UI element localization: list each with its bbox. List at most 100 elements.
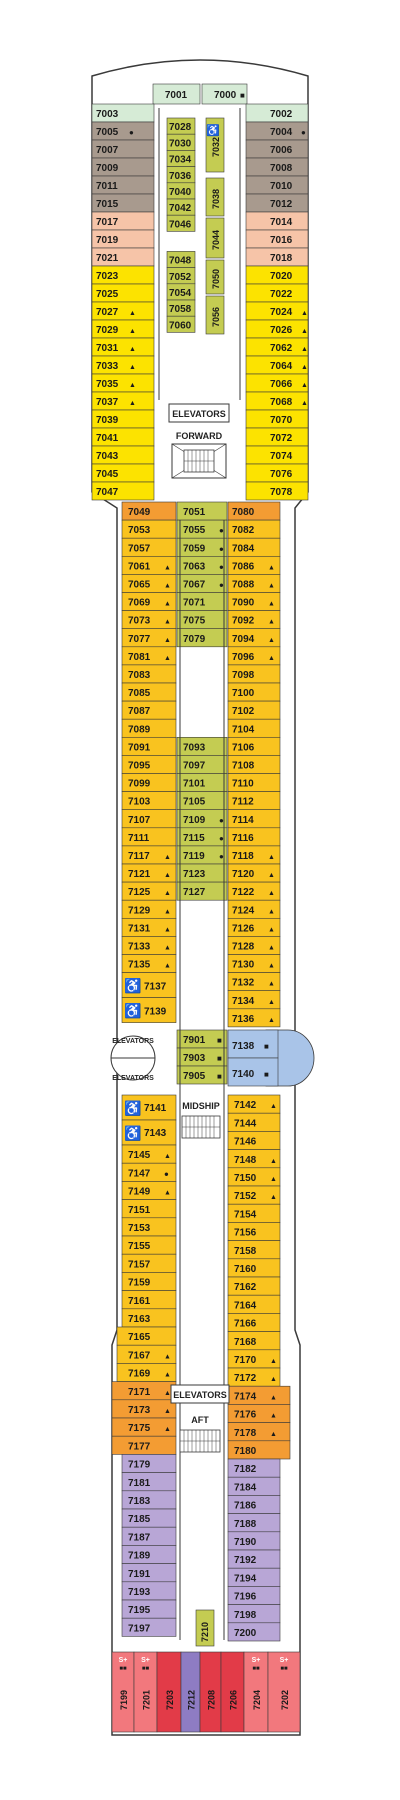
cabin-number: 7092 bbox=[232, 616, 255, 627]
sofa-bed-dot-icon: ● bbox=[219, 816, 224, 825]
cabin-7032[interactable] bbox=[205, 117, 225, 173]
cabin-number: 7903 bbox=[183, 1053, 206, 1064]
cabin-7127[interactable] bbox=[176, 881, 228, 901]
cabin-number: 7178 bbox=[234, 1428, 257, 1439]
square-marker-icon: ■ bbox=[240, 91, 245, 100]
cabin-number: 7126 bbox=[232, 923, 255, 934]
aft-elevator-block[interactable]: ELEVATORS AFT bbox=[170, 1384, 230, 1453]
cabin-number: 7165 bbox=[128, 1332, 151, 1343]
cabin-number: 7197 bbox=[128, 1623, 151, 1634]
cabin-7140[interactable] bbox=[227, 1057, 279, 1087]
cabin-number: 7057 bbox=[128, 543, 151, 554]
square-marker-icon: ■■ bbox=[252, 1666, 260, 1672]
cabin-number: 7021 bbox=[96, 253, 119, 264]
cabin-7078[interactable] bbox=[245, 481, 309, 501]
cabin-number: 7168 bbox=[234, 1337, 257, 1348]
cabin-7139[interactable] bbox=[121, 997, 177, 1023]
cabin-7143[interactable] bbox=[121, 1119, 177, 1146]
cabin-number: 7074 bbox=[270, 451, 293, 462]
connecting-triangle-icon: ▲ bbox=[268, 655, 275, 662]
cabin-7200[interactable] bbox=[227, 1622, 281, 1642]
cabin-7202[interactable] bbox=[267, 1651, 301, 1733]
cabin-number: 7120 bbox=[232, 869, 255, 880]
cabin-7079[interactable] bbox=[176, 628, 228, 648]
cabin-number: 7187 bbox=[128, 1532, 151, 1543]
connecting-triangle-icon: ▲ bbox=[268, 1017, 275, 1024]
cabin-number: 7149 bbox=[128, 1187, 151, 1198]
cabin-number: 7048 bbox=[169, 256, 192, 267]
cabin-7060[interactable] bbox=[166, 315, 196, 333]
cabin-number: 7198 bbox=[234, 1610, 257, 1621]
suite-plus-tag: S+ bbox=[280, 1657, 289, 1664]
cabin-number: 7025 bbox=[96, 289, 119, 300]
cabin-number: 7089 bbox=[128, 724, 151, 735]
accessible-cabin-icon: ♿ bbox=[124, 978, 141, 995]
cabin-7050[interactable] bbox=[205, 259, 225, 295]
cabin-7044[interactable] bbox=[205, 217, 225, 259]
cabin-number: 7199 bbox=[119, 1690, 129, 1710]
square-marker-icon: ■■ bbox=[119, 1666, 127, 1672]
cabin-number: 7147 bbox=[128, 1168, 151, 1179]
sofa-bed-dot-icon: ● bbox=[219, 526, 224, 535]
cabin-number: 7133 bbox=[128, 942, 151, 953]
cabin-7000[interactable] bbox=[201, 83, 248, 105]
suite-plus-tag: S+ bbox=[119, 1657, 128, 1664]
midship-label: MIDSHIP bbox=[182, 1101, 220, 1111]
cabin-number: 7158 bbox=[234, 1246, 257, 1257]
connecting-triangle-icon: ▲ bbox=[270, 1394, 277, 1401]
cabin-7141[interactable] bbox=[121, 1094, 177, 1121]
cabin-number: 7082 bbox=[232, 525, 255, 536]
connecting-triangle-icon: ▲ bbox=[129, 400, 136, 407]
cabin-7136[interactable] bbox=[227, 1008, 281, 1028]
cabin-number: 7169 bbox=[128, 1369, 151, 1380]
cabin-number: 7180 bbox=[234, 1446, 257, 1457]
connecting-triangle-icon: ▲ bbox=[129, 382, 136, 389]
cabin-number: 7107 bbox=[128, 815, 151, 826]
connecting-triangle-icon: ▲ bbox=[268, 583, 275, 590]
connecting-triangle-icon: ▲ bbox=[268, 945, 275, 952]
square-marker-icon: ■ bbox=[264, 1070, 269, 1079]
cabin-number: 7001 bbox=[165, 90, 188, 101]
aft-label: AFT bbox=[191, 1415, 209, 1425]
cabin-7038[interactable] bbox=[205, 177, 225, 217]
cabin-7056[interactable] bbox=[205, 295, 225, 335]
cabin-number: 7030 bbox=[169, 138, 192, 149]
forward-elevator-block[interactable]: ELEVATORS FORWARD bbox=[168, 403, 230, 479]
cabin-number: 7002 bbox=[270, 109, 293, 120]
cabin-7197[interactable] bbox=[121, 1617, 177, 1637]
cabin-number: 7007 bbox=[96, 145, 119, 156]
cabin-number: 7038 bbox=[211, 189, 221, 209]
cabin-7204[interactable] bbox=[243, 1651, 269, 1733]
cabin-number: 7052 bbox=[169, 272, 192, 283]
cabin-number: 7151 bbox=[128, 1205, 151, 1216]
cabin-number: 7117 bbox=[128, 851, 150, 862]
cabin-number: 7140 bbox=[232, 1069, 255, 1080]
cabin-number: 7018 bbox=[270, 253, 293, 264]
cabin-7001[interactable] bbox=[152, 83, 201, 105]
sofa-bed-dot-icon: ● bbox=[219, 852, 224, 861]
connecting-triangle-icon: ▲ bbox=[270, 1194, 277, 1201]
cabin-7046[interactable] bbox=[166, 214, 196, 232]
cabin-number: 7122 bbox=[232, 887, 255, 898]
cabin-7047[interactable] bbox=[91, 481, 155, 501]
connecting-triangle-icon: ▲ bbox=[129, 328, 136, 335]
cabin-number: 7032 bbox=[211, 137, 221, 157]
cabin-number: 7027 bbox=[96, 307, 119, 318]
cabin-number: 7009 bbox=[96, 163, 119, 174]
cabin-number: 7195 bbox=[128, 1605, 151, 1616]
cabin-number: 7138 bbox=[232, 1041, 255, 1052]
cabin-number: 7041 bbox=[96, 433, 119, 444]
accessible-cabin-icon: ♿ bbox=[206, 124, 220, 137]
cabin-7905[interactable] bbox=[176, 1065, 228, 1085]
cabin-number: 7188 bbox=[234, 1519, 257, 1530]
cabin-7210[interactable] bbox=[195, 1609, 215, 1647]
cabin-number: 7153 bbox=[128, 1223, 151, 1234]
cabin-number: 7093 bbox=[183, 742, 206, 753]
cabin-7137[interactable] bbox=[121, 972, 177, 998]
midship-elevator-block[interactable]: ELEVATORS ELEVATORS MIDSHIP bbox=[110, 1035, 221, 1139]
cabin-number: 7175 bbox=[128, 1423, 151, 1434]
cabin-number: 7014 bbox=[270, 217, 293, 228]
cabin-number: 7035 bbox=[96, 379, 119, 390]
connecting-triangle-icon: ▲ bbox=[268, 619, 275, 626]
cabin-7203[interactable] bbox=[156, 1651, 182, 1733]
